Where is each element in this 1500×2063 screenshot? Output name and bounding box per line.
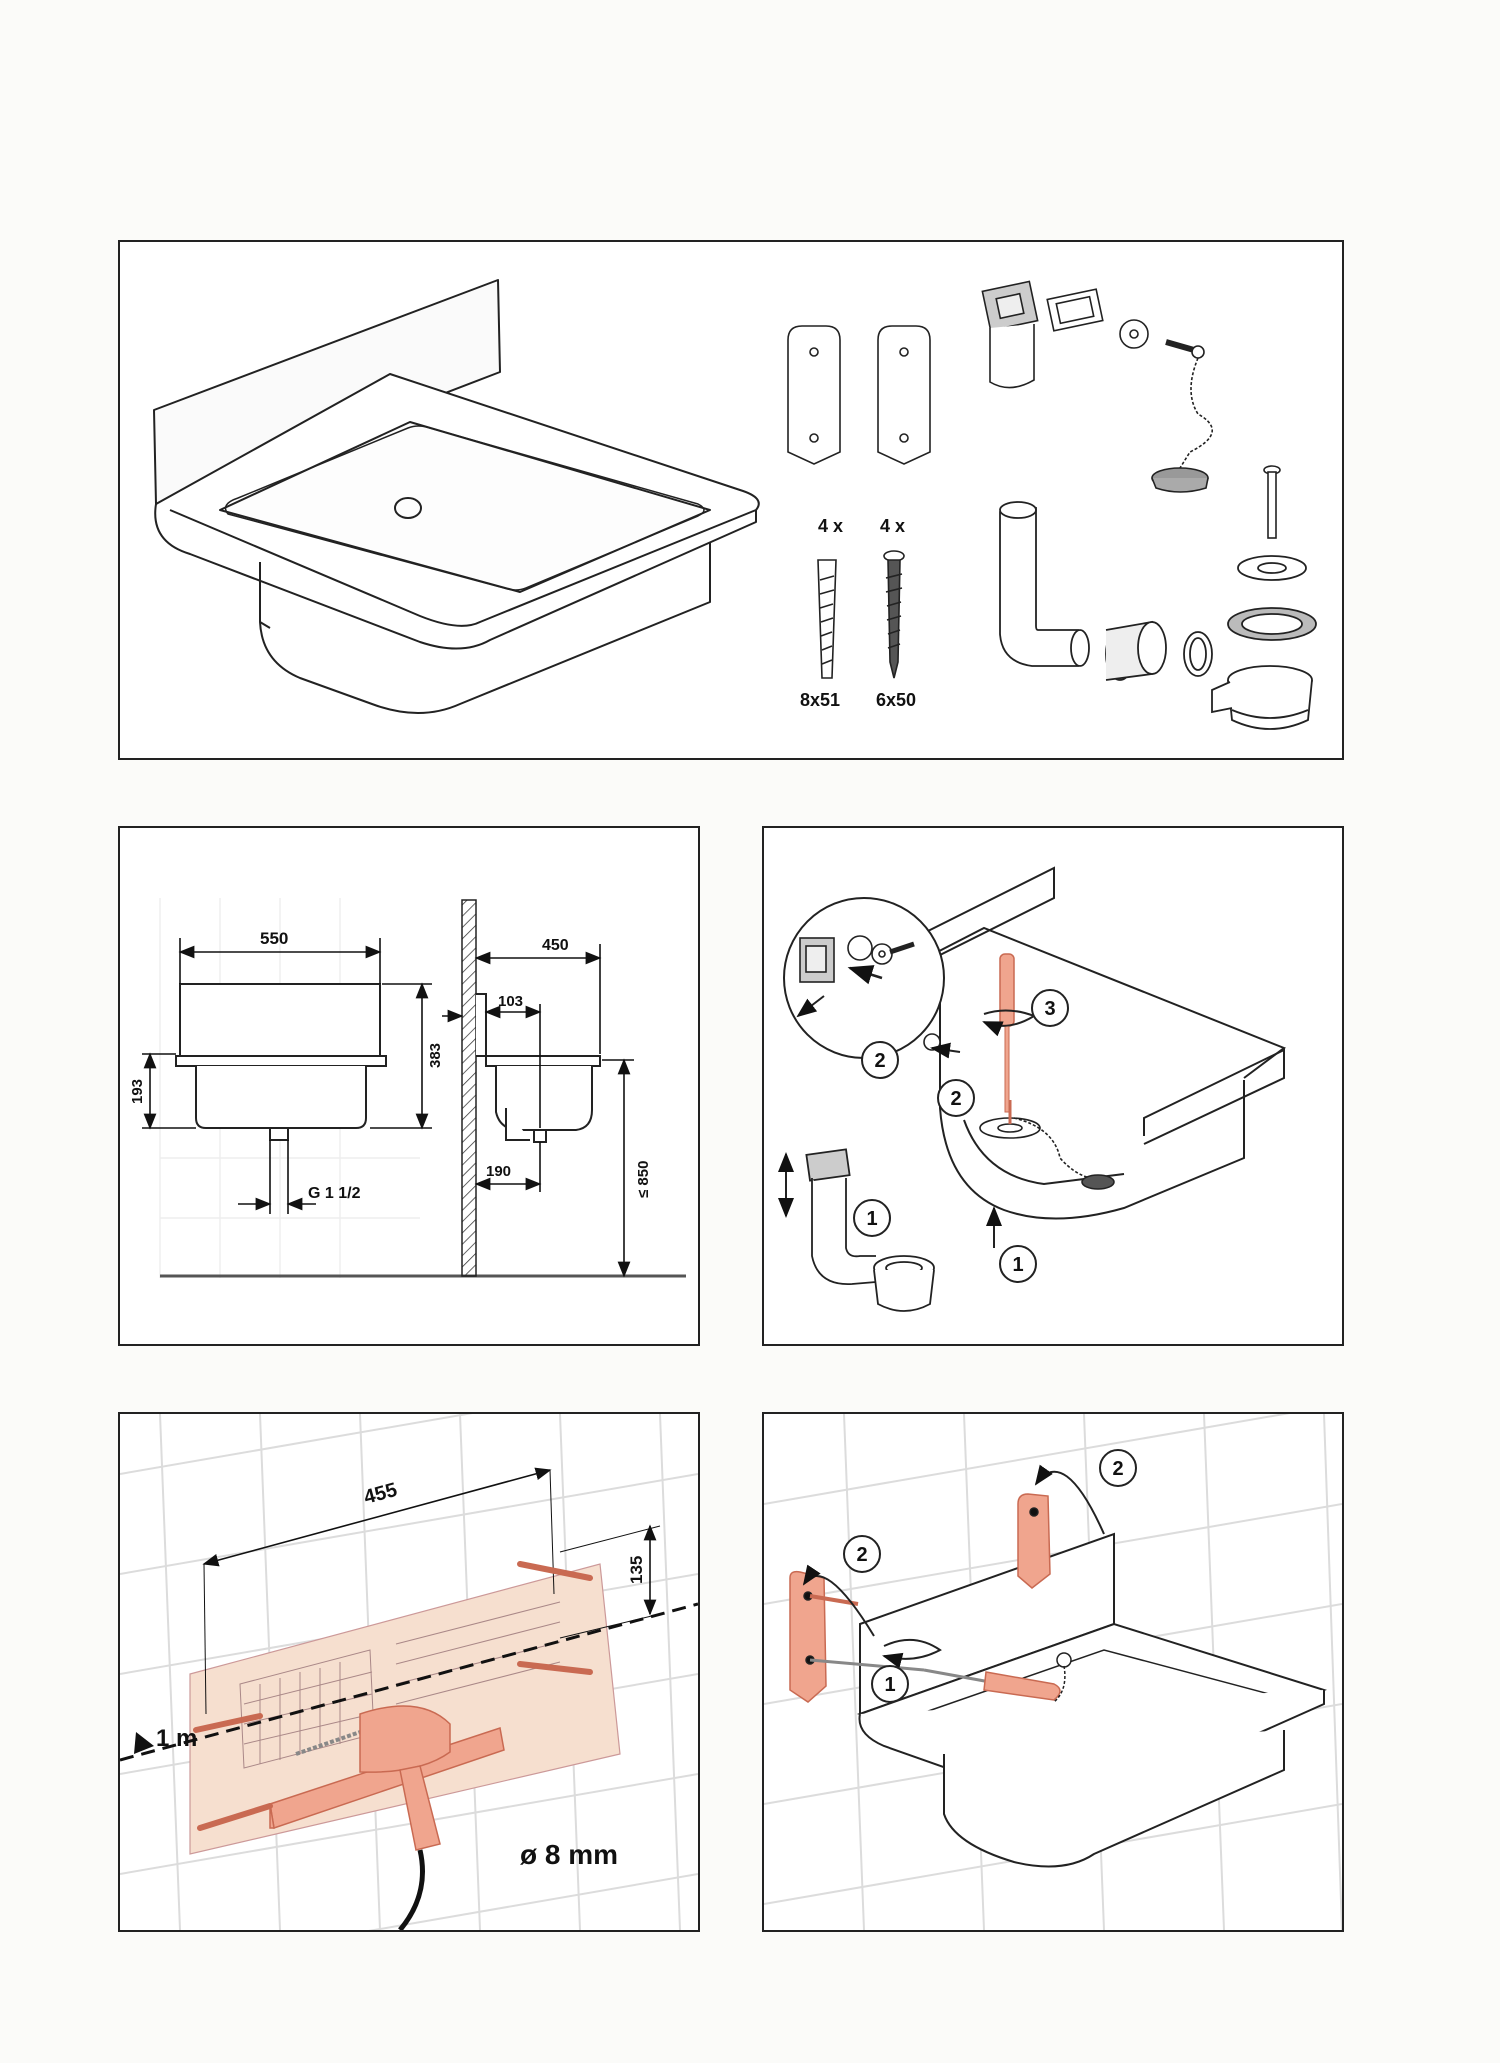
step-1-label-right: 1 xyxy=(1012,1254,1023,1276)
dim-basin-height-label: 193 xyxy=(129,1079,146,1104)
mount-step-2-label-right: 2 xyxy=(1112,1458,1123,1480)
overflow-detail xyxy=(799,935,915,983)
step-1-marker-right xyxy=(999,1245,1037,1283)
mounting-illustration: 1 2 2 xyxy=(764,1414,1342,1930)
mounted-sink xyxy=(856,1532,1327,1868)
drain-pipe xyxy=(999,501,1213,681)
step-2-label-detail: 2 xyxy=(874,1050,885,1072)
wall-bolts xyxy=(193,1561,593,1831)
parts-illustration: 4 x 8x51 4 x 6x50 xyxy=(153,279,1317,730)
screw-qty-label: 4 x xyxy=(880,516,905,536)
plug-with-chain xyxy=(1151,339,1214,493)
dim-depth-label: 450 xyxy=(542,937,569,954)
dim-offset-drain-label: 190 xyxy=(486,1163,511,1180)
mount-step-1-label: 1 xyxy=(884,1674,895,1696)
screwdriver xyxy=(999,953,1015,1113)
drill-bit-label: ø 8 mm xyxy=(520,1839,618,1870)
mounting-bracket-right xyxy=(1017,1493,1051,1589)
dim-drill-height-label: 135 xyxy=(627,1556,646,1584)
wall-section xyxy=(461,899,477,1277)
dim-thread-label: G 1 1/2 xyxy=(308,1185,361,1202)
drilling-panel: 1 m 455 135 ø 8 mm xyxy=(118,1412,700,1932)
overflow-fitting xyxy=(981,280,1149,389)
mounting-screwdriver xyxy=(923,1668,1061,1701)
dim-width-label: 550 xyxy=(260,929,288,948)
dim-offset-top-label: 103 xyxy=(498,993,523,1010)
strainer-assembly xyxy=(1211,555,1317,730)
step-3-marker xyxy=(1031,989,1069,1027)
step-1-label-left: 1 xyxy=(866,1208,877,1230)
parts-panel: 4 x 8x51 4 x 6x50 xyxy=(118,240,1344,760)
dimension-drawing: 550 383 193 450 103 190 ≤ 850 G 1 1/2 xyxy=(129,898,686,1278)
plug-on-chain xyxy=(1053,1652,1072,1703)
side-view-sink xyxy=(476,993,601,1143)
anchor-qty-label: 4 x xyxy=(818,516,843,536)
dim-mount-height-label: ≤ 850 xyxy=(635,1161,652,1198)
mounting-bracket-left xyxy=(789,1570,827,1703)
wood-screw xyxy=(883,550,905,679)
sink-drawing xyxy=(153,279,760,714)
step-2-marker-drain xyxy=(937,1079,975,1117)
anchor-size-label: 8x51 xyxy=(800,690,840,710)
power-drill xyxy=(295,1705,451,1930)
dim-drill-width-label: 455 xyxy=(362,1479,400,1509)
dim-line-drill-width xyxy=(202,1467,552,1567)
mount-step-2-label-left: 2 xyxy=(856,1544,867,1566)
level-line xyxy=(120,1602,698,1762)
drain-strainer xyxy=(923,1033,1115,1190)
mount-step-1-marker xyxy=(871,1665,909,1703)
drilling-illustration: 1 m 455 135 ø 8 mm xyxy=(120,1414,698,1930)
step-2-marker-detail xyxy=(861,1041,899,1079)
drain-assembly-illustration: 1 1 2 2 3 xyxy=(778,866,1287,1312)
sink-cutaway xyxy=(913,866,1287,1220)
wall-bracket-left xyxy=(787,325,841,465)
dimensions-panel: 550 383 193 450 103 190 ≤ 850 G 1 1/2 xyxy=(118,826,700,1346)
dim-total-height-label: 383 xyxy=(427,1043,444,1068)
drain-bolt xyxy=(1263,465,1281,539)
wall-anchor xyxy=(817,559,837,679)
front-view-sink xyxy=(175,983,387,1141)
mount-step-2-marker-left xyxy=(843,1535,881,1573)
wall-bracket-right xyxy=(877,325,931,465)
lower-drain-pipe xyxy=(805,1148,935,1312)
level-label: 1 m xyxy=(156,1725,197,1752)
step-3-label: 3 xyxy=(1044,998,1055,1020)
drain-assembly-panel: 1 1 2 2 3 xyxy=(762,826,1344,1346)
step-2-label-drain: 2 xyxy=(950,1088,961,1110)
mounting-panel: 1 2 2 xyxy=(762,1412,1344,1932)
step-1-marker-left xyxy=(853,1199,891,1237)
mount-step-2-marker-right xyxy=(1099,1449,1137,1487)
screw-size-label: 6x50 xyxy=(876,690,916,710)
